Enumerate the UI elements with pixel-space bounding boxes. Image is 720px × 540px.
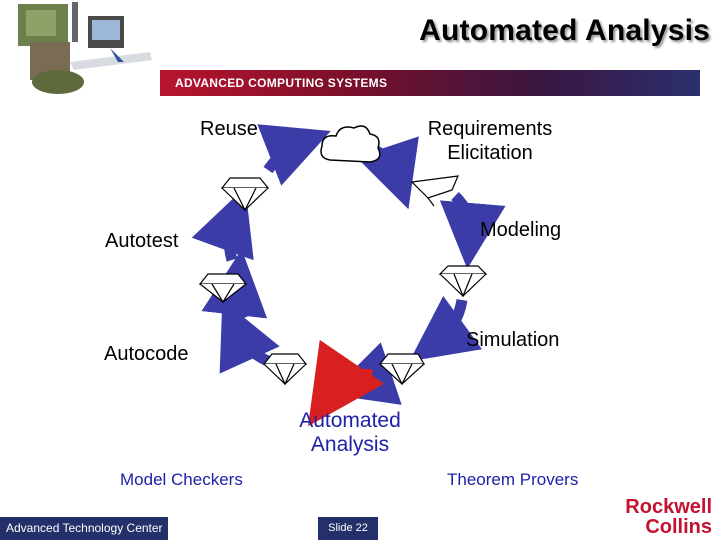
- arrow-autotest-to-reuse: [191, 186, 254, 262]
- node-label-autocode: Autocode: [104, 343, 189, 365]
- footer-slide-number: Slide 22: [318, 517, 378, 540]
- node-label-simulation: Simulation: [466, 329, 560, 351]
- node-label-reuse: Reuse: [200, 118, 258, 140]
- footer-organization: Advanced Technology Center: [0, 517, 168, 540]
- node-label-automated-analysis-line1: Automated: [299, 409, 401, 432]
- gem-icon-requirements: [410, 175, 459, 207]
- node-label-requirements-line2: Elicitation: [447, 142, 533, 164]
- node-label-automated-analysis: Automated Analysis: [270, 409, 430, 457]
- gem-icon-reuse: [220, 177, 270, 212]
- arrow-modeling-to-simulation: [409, 295, 483, 362]
- cloud-icon: [320, 125, 381, 163]
- gem-icon-autocode: [262, 353, 308, 386]
- gem-icon-autotest: [198, 273, 248, 304]
- node-label-requirements: Requirements Elicitation: [405, 117, 575, 165]
- node-label-modeling: Modeling: [480, 219, 562, 241]
- banner-text: ADVANCED COMPUTING SYSTEMS: [175, 76, 388, 90]
- header-banner: [160, 70, 700, 96]
- gem-icon-simulation: [378, 353, 426, 386]
- label-model-checkers: Model Checkers: [120, 470, 243, 489]
- node-label-autotest: Autotest: [105, 230, 179, 252]
- logo-rockwell: Rockwell: [625, 496, 712, 518]
- node-label-automated-analysis-line2: Analysis: [310, 433, 390, 456]
- node-label-requirements-line1: Requirements: [427, 118, 553, 140]
- slide-title: Automated Analysis: [419, 14, 710, 47]
- arrow-analysis-highlight: [308, 339, 385, 427]
- gem-icon-modeling: [438, 265, 488, 298]
- label-theorem-provers: Theorem Provers: [447, 470, 579, 489]
- header-photo-collage: [0, 0, 160, 95]
- arrow-requirements-to-modeling: [439, 191, 506, 269]
- logo-collins: Collins: [645, 516, 712, 538]
- arrow-bottom-to-autocode: [219, 299, 280, 374]
- arrow-reuse-to-requirements: [257, 124, 331, 186]
